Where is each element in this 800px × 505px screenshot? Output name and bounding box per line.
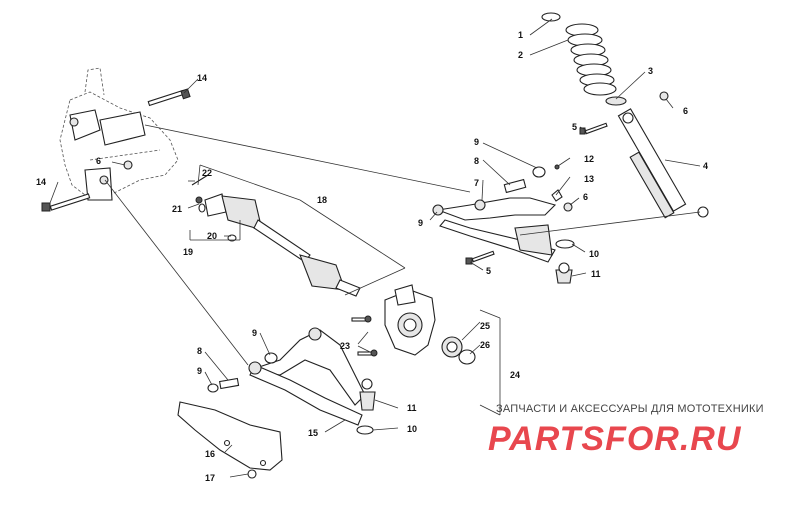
callout-2: 2 [518,50,523,60]
callout-9-lower-b: 9 [197,366,202,376]
callout-11-lower: 11 [407,403,417,413]
callout-6-arm: 6 [583,192,588,202]
callout-10-lower: 10 [407,424,417,434]
upper-a-arm [432,197,557,263]
bolt-17 [247,469,257,479]
spring-seat [605,96,627,106]
callout-21: 21 [172,204,182,214]
callout-12: 12 [584,154,594,164]
callout-26: 26 [480,340,490,350]
callout-23: 23 [340,341,350,351]
callout-25: 25 [480,321,490,331]
callout-15: 15 [308,428,318,438]
callout-19: 19 [183,247,193,257]
steering-knuckle [384,284,436,356]
bolt-14-upper [147,88,191,107]
wheel-bearing-25 [441,336,463,358]
callout-10-upper: 10 [589,249,599,259]
callout-24: 24 [510,370,520,380]
clamp-21 [198,203,206,213]
callout-5-upper: 5 [572,122,577,132]
callout-16: 16 [205,449,215,459]
ball-joint-11-lower [359,378,376,411]
bushing-8-lower [218,377,240,390]
frame-section [59,67,179,201]
callout-9-upper: 9 [474,137,479,147]
bushing-9-upper [532,166,546,178]
bolt-5-lower [465,250,495,265]
bushing-9-lower-a [264,352,278,364]
callout-8-upper: 8 [474,156,479,166]
svg-text:PARTSFOR.RU: PARTSFOR.RU [488,420,742,458]
callout-14-upper: 14 [197,73,207,83]
coil-spring [541,12,617,96]
bushing-8-upper [503,178,527,194]
callout-18: 18 [317,195,327,205]
shock-absorber [617,108,709,219]
ring-10-upper [555,239,575,249]
clip-22 [191,174,209,186]
ball-joint-11-upper [555,262,573,284]
callout-11-upper: 11 [591,269,601,279]
callout-6-frame: 6 [96,156,101,166]
callout-9-lower-a: 9 [252,328,257,338]
callout-3: 3 [648,66,653,76]
drive-axle [195,193,361,297]
callout-1: 1 [518,30,523,40]
callout-20: 20 [207,231,217,241]
callout-4: 4 [703,161,708,171]
callout-8-lower: 8 [197,346,202,356]
callout-17: 17 [205,473,215,483]
bolt-14-lower [41,193,91,212]
callout-13: 13 [584,174,594,184]
watermark-logo: PARTSFOR.RU [488,420,742,458]
callout-7: 7 [474,178,479,188]
callout-14-lower: 14 [36,177,46,187]
clip-13 [551,189,563,202]
bushing-9-lower-b [207,383,219,393]
leader-lines [49,18,701,478]
callout-6-upper: 6 [683,106,688,116]
bolts-23 [351,315,378,357]
ring-10-lower [356,425,374,435]
lower-a-arm [248,327,366,426]
callout-22: 22 [202,168,212,178]
callout-9-arm: 9 [418,218,423,228]
callout-5-lower: 5 [486,266,491,276]
callout-labels: 1 2 3 4 5 5 6 6 6 7 8 8 9 9 9 9 10 10 11… [36,30,708,483]
watermark-caption: ЗАПЧАСТИ И АКСЕССУАРЫ ДЛЯ МОТОТЕХНИКИ [496,403,764,415]
nut-6-upper [659,91,669,101]
clamp-20 [227,234,237,242]
skid-plate [177,401,283,471]
